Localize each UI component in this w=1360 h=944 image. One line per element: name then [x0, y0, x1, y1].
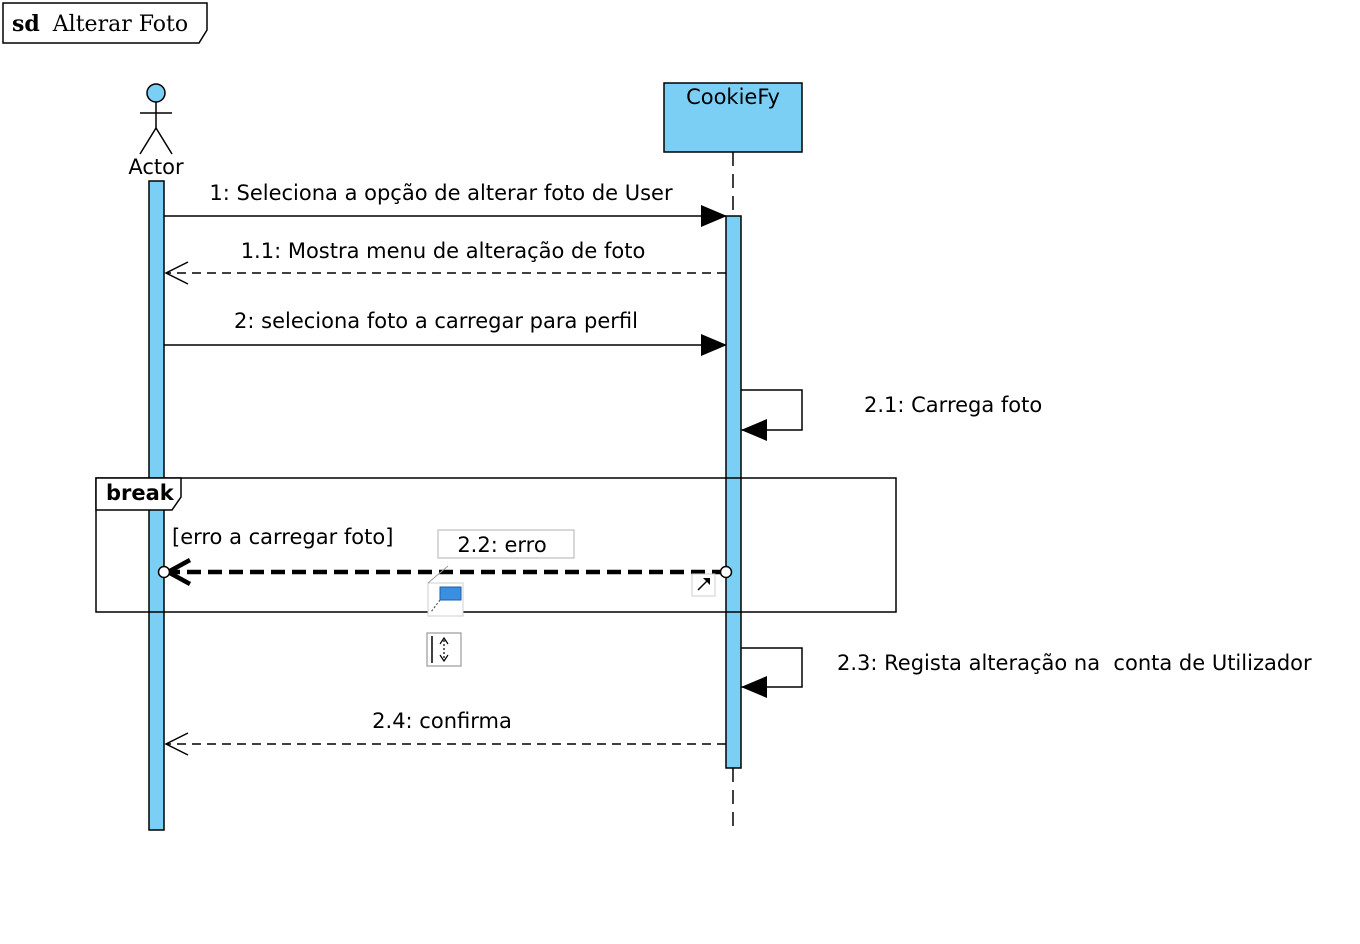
- frame-title: Alterar Foto: [52, 12, 188, 37]
- message-2-4-label: 2.4: confirma: [372, 709, 512, 733]
- actor-label: Actor: [128, 155, 184, 179]
- fragment-guard: [erro a carregar foto]: [172, 525, 393, 549]
- cookiefy-lifeline-head[interactable]: CookieFy: [663, 82, 803, 153]
- message-1-label: 1: Seleciona a opção de alterar foto de …: [209, 181, 673, 205]
- message-2-4[interactable]: 2.4: confirma: [164, 709, 726, 756]
- message-2-3[interactable]: 2.3: Regista alteração na conta de Utili…: [741, 647, 1312, 698]
- message-2-2-label-box[interactable]: [437, 529, 575, 559]
- message-start-handle[interactable]: [719, 565, 733, 579]
- frame-tab[interactable]: sd Alterar Foto: [2, 2, 208, 44]
- svg-text:sd Alterar Foto: sd Alterar Foto: [12, 11, 188, 37]
- message-2-3-label: 2.3: Regista alteração na conta de Utili…: [837, 651, 1312, 675]
- link-arrow-icon[interactable]: [691, 573, 716, 597]
- fragment-operator: break: [106, 481, 175, 505]
- message-2-1[interactable]: 2.1: Carrega foto: [741, 389, 1042, 441]
- resize-vertical-icon[interactable]: [426, 632, 462, 667]
- message-1-1-label: 1.1: Mostra menu de alteração de foto: [241, 239, 646, 263]
- message-2-2-label: 2.2: erro: [457, 533, 546, 557]
- cookiefy-label: CookieFy: [686, 85, 780, 109]
- message-2[interactable]: 2: seleciona foto a carregar para perfil: [164, 309, 727, 356]
- frame-keyword: sd: [12, 11, 40, 37]
- actor-figure[interactable]: [139, 83, 173, 155]
- cookiefy-activation-bar[interactable]: [725, 215, 742, 769]
- break-fragment[interactable]: break [erro a carregar foto]: [95, 477, 897, 613]
- message-2-label: 2: seleciona foto a carregar para perfil: [234, 309, 638, 333]
- message-1[interactable]: 1: Seleciona a opção de alterar foto de …: [164, 181, 727, 227]
- message-2-2[interactable]: 2.2: erro: [157, 529, 733, 586]
- message-1-1[interactable]: 1.1: Mostra menu de alteração de foto: [164, 239, 726, 285]
- message-end-handle[interactable]: [157, 565, 171, 579]
- flag-icon[interactable]: [427, 565, 464, 617]
- message-2-1-label: 2.1: Carrega foto: [864, 393, 1042, 417]
